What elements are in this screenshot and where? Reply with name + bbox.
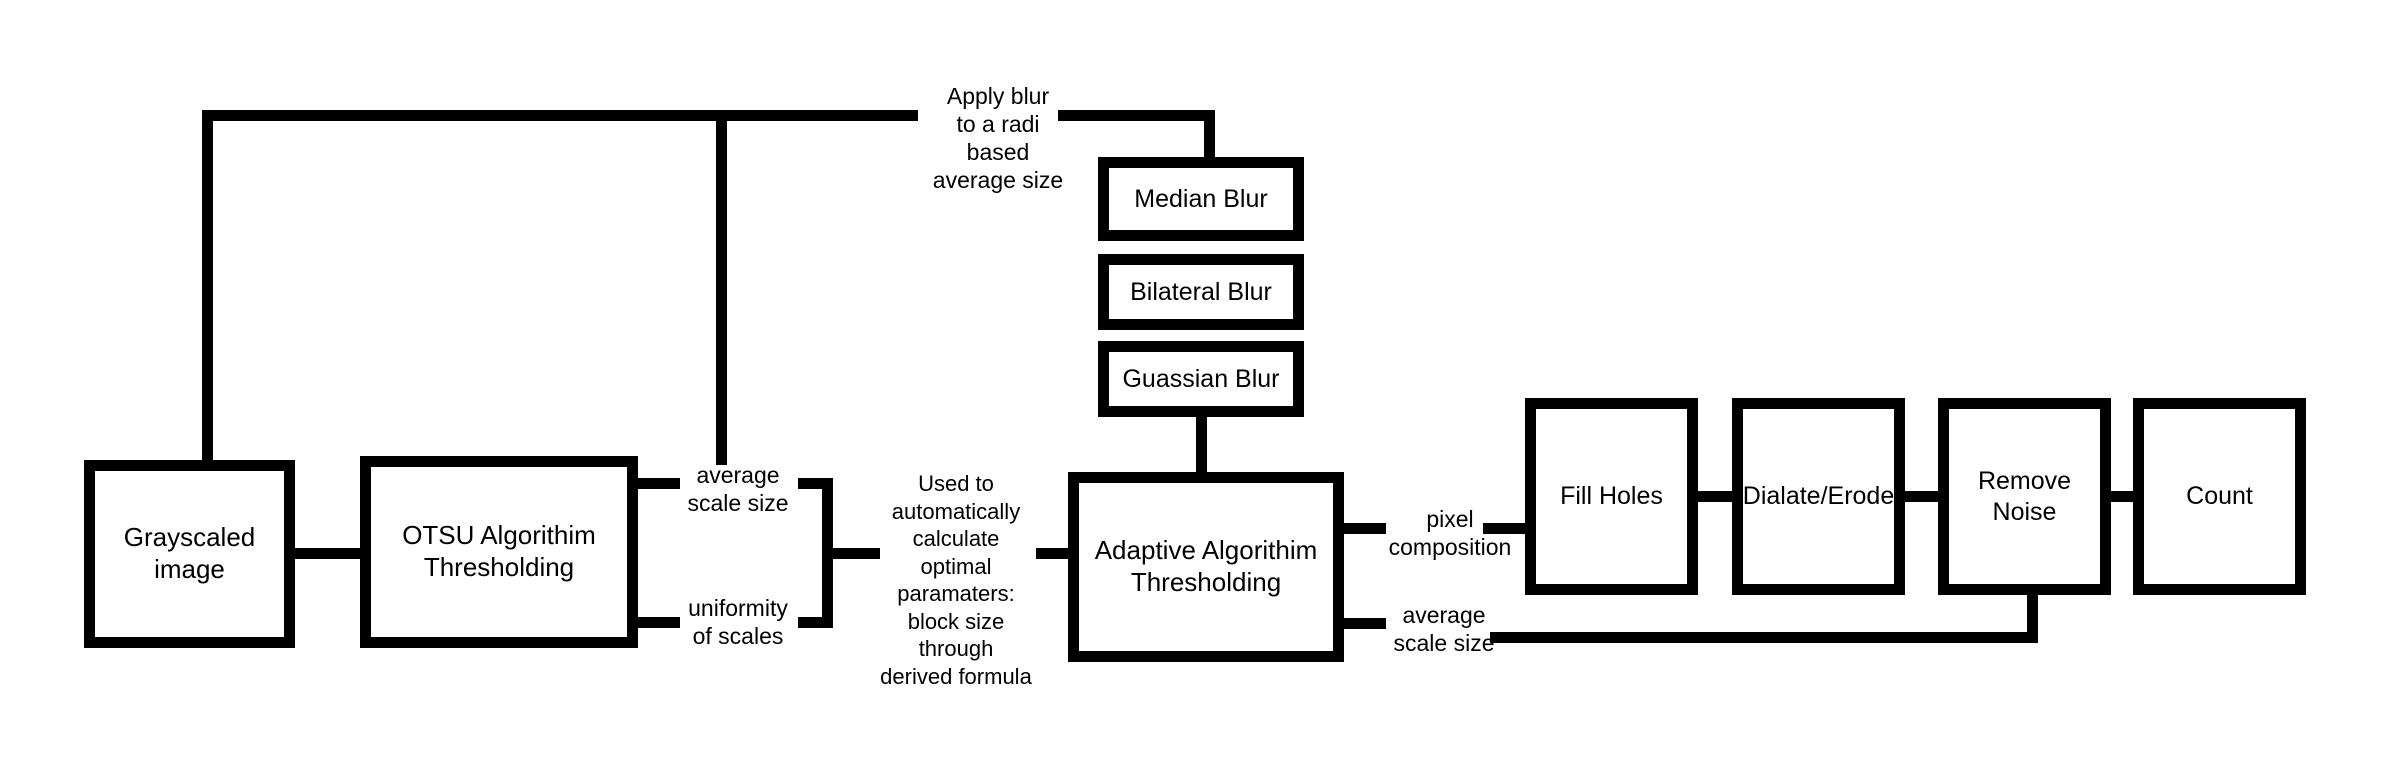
pixel-composition-to-fill-holes-line (1483, 523, 1537, 534)
edge-label-apply-blur: Apply blur to a radi based average size (932, 83, 1064, 194)
node-bilateral-blur[interactable]: Bilateral Blur (1098, 254, 1304, 330)
edge-label-adaptive-average-scale-size: average scale size (1393, 602, 1495, 657)
node-median-blur[interactable]: Median Blur (1098, 157, 1304, 241)
blur-feed-horizontal-line (1058, 110, 1215, 121)
remove-noise-to-count-line (2105, 491, 2147, 502)
top-rail-left-drop-line (202, 110, 213, 465)
adaptive-pixel-composition-stub-line (1336, 523, 1386, 534)
dialate-erode-to-remove-noise-line (1899, 491, 1947, 502)
node-adaptive-thresholding[interactable]: Adaptive Algorithim Thresholding (1068, 472, 1344, 662)
average-scale-size-riser-line (2027, 590, 2038, 643)
node-fill-holes-label: Fill Holes (1560, 482, 1663, 511)
bracket-to-adaptive-line (1036, 548, 1078, 559)
bracket-bottom-arm-line (798, 617, 833, 628)
grayscaled-to-otsu-line (292, 548, 366, 559)
node-median-blur-label: Median Blur (1134, 184, 1268, 213)
blur-to-adaptive-line (1196, 414, 1207, 478)
blur-feed-drop-line (1204, 110, 1215, 162)
node-gaussian-blur-label: Guassian Blur (1122, 364, 1280, 393)
node-dialate-erode[interactable]: Dialate/Erode (1732, 398, 1905, 595)
node-grayscaled-image-label: Grayscaled image (123, 522, 256, 584)
node-dialate-erode-label: Dialate/Erode (1742, 482, 1895, 511)
node-count-label: Count (2186, 482, 2253, 511)
node-remove-noise-label: Remove Noise (1977, 467, 2072, 526)
average-scale-size-bottom-rail-line (1490, 632, 2038, 643)
top-rail-mid-drop-line (716, 110, 727, 465)
otsu-uniformity-stub-line (630, 617, 680, 628)
node-remove-noise[interactable]: Remove Noise (1938, 398, 2111, 595)
node-adaptive-thresholding-label: Adaptive Algorithim Thresholding (1094, 535, 1318, 597)
bracket-top-arm-line (798, 478, 833, 489)
fill-holes-to-dialate-erode-line (1692, 491, 1740, 502)
node-otsu-thresholding[interactable]: OTSU Algorithim Thresholding (360, 456, 638, 648)
edge-label-otsu-uniformity-of-scales: uniformity of scales (688, 595, 788, 650)
bracket-out-line (822, 548, 880, 559)
edge-label-pixel-composition: pixel composition (1388, 506, 1512, 561)
node-grayscaled-image[interactable]: Grayscaled image (84, 460, 295, 648)
otsu-average-scale-stub-line (630, 478, 680, 489)
adaptive-average-scale-stub-line (1336, 618, 1386, 629)
edge-label-used-to-calculate: Used to automatically calculate optimal … (880, 471, 1032, 689)
node-bilateral-blur-label: Bilateral Blur (1130, 277, 1272, 306)
node-gaussian-blur[interactable]: Guassian Blur (1098, 341, 1304, 417)
node-count[interactable]: Count (2133, 398, 2306, 595)
top-rail-horizontal-line (202, 110, 918, 121)
edge-label-otsu-average-scale-size: average scale size (687, 462, 789, 517)
node-otsu-thresholding-label: OTSU Algorithim Thresholding (402, 520, 596, 582)
node-fill-holes[interactable]: Fill Holes (1525, 398, 1698, 595)
